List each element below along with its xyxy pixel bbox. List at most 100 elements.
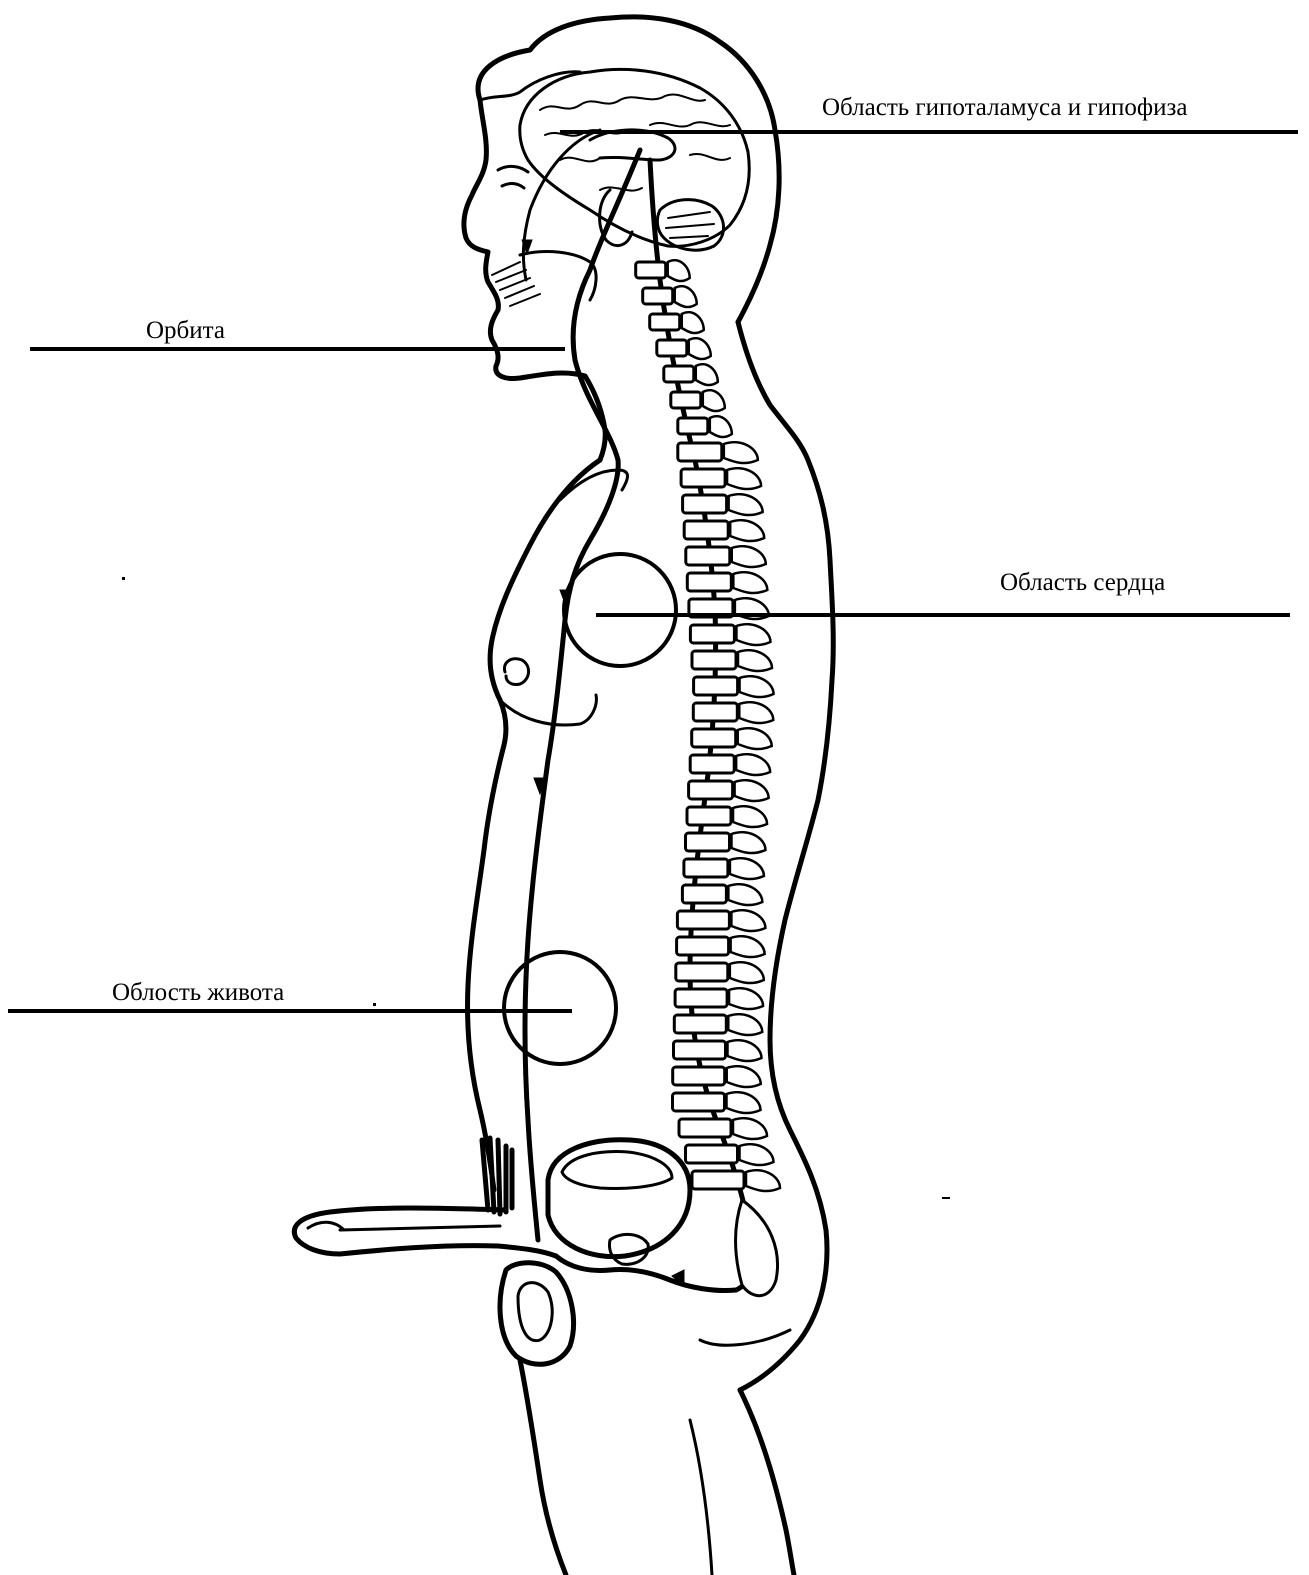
hypothalamus-label: Область гипоталамуса и гипофиза [822, 94, 1187, 121]
vertebra-body [687, 807, 731, 825]
vertebra-body [683, 495, 727, 513]
cerebellum-folds [666, 212, 714, 238]
vertebra-process [727, 1092, 761, 1113]
vertebra-body [677, 911, 729, 929]
vertebra-body [679, 1119, 731, 1137]
pelvic-nerve-path [556, 1256, 736, 1291]
vertebra-process [728, 884, 762, 905]
bladder-outer [548, 1140, 690, 1257]
buttock-curve [700, 1330, 790, 1345]
vertebra-body [673, 1093, 725, 1111]
heart-label: Область сердца [1000, 569, 1165, 596]
vertebra-process [729, 988, 763, 1009]
abdomen-region-circle [504, 952, 616, 1064]
front-nerve-path [525, 150, 640, 1240]
vertebra-process [728, 1040, 762, 1061]
vertebra-process [740, 676, 774, 697]
vertebra-body [684, 521, 728, 539]
vertebra-body [677, 937, 729, 955]
vertebra-process [727, 1066, 761, 1087]
vertebra-process [736, 754, 770, 775]
vertebra-body [686, 1145, 738, 1163]
vertebra-process [668, 260, 690, 281]
vertebra-process [730, 858, 764, 879]
chest-line [500, 695, 596, 725]
vertebra-body [689, 781, 733, 799]
vertebra-body [690, 755, 734, 773]
genital-outline [294, 1208, 556, 1256]
vertebra-process [731, 910, 765, 931]
vertebra-process [729, 494, 763, 515]
scrotum [500, 1263, 574, 1365]
vertebra-process [740, 1144, 774, 1165]
vertebra-process [696, 364, 718, 385]
leg-front [520, 1360, 566, 1575]
vertebra-process [731, 832, 765, 853]
brain-folds [540, 94, 730, 190]
vertebra-process [738, 650, 772, 671]
vertebra-process [746, 1170, 780, 1191]
heart-region-circle [564, 554, 676, 666]
corpus-callosum [590, 130, 675, 160]
leg-back [740, 1390, 794, 1575]
vertebra-body [692, 651, 736, 669]
vertebra-process [739, 702, 773, 723]
vertebra-process [689, 338, 711, 359]
sacrum [736, 1200, 778, 1296]
stray-dot-1 [122, 577, 125, 580]
bladder-inner [562, 1152, 672, 1189]
eye-mark [498, 166, 528, 188]
vertebra-body [671, 392, 701, 408]
vertebra-body [673, 1067, 725, 1085]
vertebra-body [682, 885, 726, 903]
vertebra-process [710, 416, 732, 437]
vertebra-process [733, 572, 767, 593]
vertebra-body [678, 443, 722, 461]
vertebra-body [675, 989, 727, 1007]
vertebra-process [703, 390, 725, 411]
vertebra-process [736, 624, 770, 645]
vertebra-process [733, 806, 767, 827]
testis [518, 1283, 552, 1341]
pelvic-organs [294, 1138, 690, 1364]
stray-dot-2 [373, 1003, 376, 1006]
vertebra-process [675, 286, 697, 307]
vertebra-body [692, 729, 736, 747]
vertebra-process [738, 728, 772, 749]
vertebra-body [694, 677, 738, 695]
vertebra-body [674, 1015, 726, 1033]
vertebra-body [690, 625, 734, 643]
vertebra-body [650, 314, 680, 330]
vertebra-body [636, 262, 666, 278]
vertebra-body [681, 469, 725, 487]
abdomen-label: Облость живота [112, 979, 284, 1006]
stray-dash [942, 1197, 950, 1199]
vertebra-process [727, 468, 761, 489]
vertebra-body [687, 573, 731, 591]
vertebra-body [678, 418, 708, 434]
vertebra-body [686, 547, 730, 565]
genital-inner [308, 1222, 500, 1230]
vertebra-body [676, 963, 728, 981]
orbit-label: Орбита [146, 317, 225, 344]
vertebra-process [733, 1118, 767, 1139]
vertebra-body [643, 288, 673, 304]
vertebra-body [657, 340, 687, 356]
face-nerve-path [523, 130, 600, 280]
leg-inner [690, 1420, 712, 1575]
vertebra-body [674, 1041, 726, 1059]
human-figure-outline [464, 17, 833, 1575]
vertebra-process [732, 546, 766, 567]
vertebra-body [684, 859, 728, 877]
vertebra-body [693, 703, 737, 721]
vertebra-process [730, 520, 764, 541]
vertebra-process [730, 962, 764, 983]
vertebra-body [692, 1171, 744, 1189]
vertebra-body [686, 833, 730, 851]
vertebra-process [728, 1014, 762, 1035]
vertebra-process [724, 442, 758, 463]
vertebra-process [735, 780, 769, 801]
vertebra-body [664, 366, 694, 382]
vertebra-process [731, 936, 765, 957]
